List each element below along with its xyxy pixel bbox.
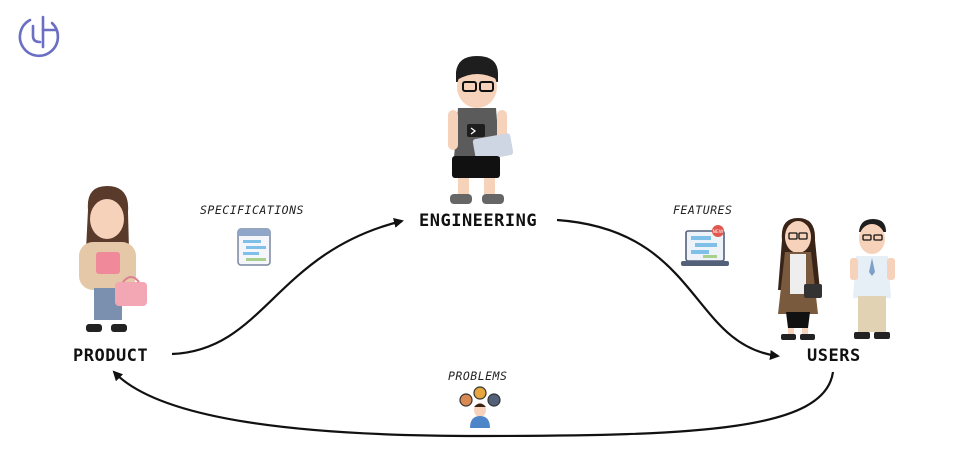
product-person-icon <box>79 186 147 332</box>
label-specifications: SPECIFICATIONS <box>200 203 304 217</box>
node-product: PRODUCT <box>73 346 149 366</box>
spec-document-icon <box>237 228 271 266</box>
label-features: FEATURES <box>673 203 733 217</box>
arrow-product-to-engineering <box>171 218 404 356</box>
features-laptop-icon: NEW <box>681 225 729 266</box>
node-users: USERS <box>807 346 861 366</box>
problems-cluster-icon <box>459 386 501 428</box>
arrow-engineering-to-users <box>556 218 780 360</box>
node-engineering: ENGINEERING <box>419 211 538 231</box>
user-man-icon <box>850 219 895 339</box>
svg-text:NEW: NEW <box>713 229 724 235</box>
label-problems: PROBLEMS <box>448 369 508 383</box>
engineer-person-icon <box>448 56 514 204</box>
logo-icon[interactable] <box>18 15 60 58</box>
arrow-users-to-product <box>112 370 835 438</box>
user-woman-icon <box>778 218 822 340</box>
